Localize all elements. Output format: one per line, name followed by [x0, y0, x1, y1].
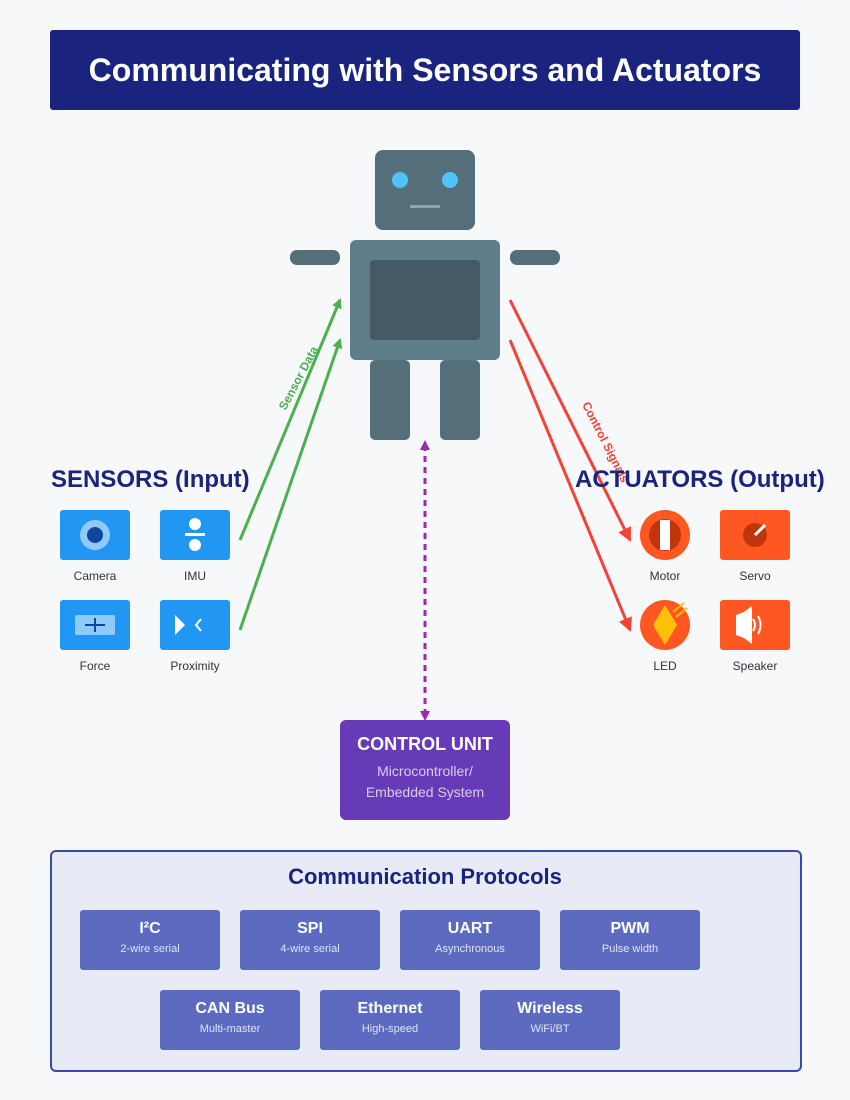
sensors-heading: SENSORS (Input) [51, 466, 250, 493]
sensor-label-force: Force [79, 659, 111, 673]
protocol-pwm: PWM Pulse width [560, 910, 700, 970]
protocol-desc: Asynchronous [435, 943, 505, 955]
proximity-icon [175, 615, 202, 635]
protocol-wireless: Wireless WiFi/BT [480, 990, 620, 1050]
robot-right-eye [442, 172, 458, 188]
sensor-label-imu: IMU [184, 569, 206, 583]
robot-chest-panel [370, 260, 480, 340]
sensor-arrow-lower [238, 338, 343, 631]
protocol-name: Wireless [517, 1000, 583, 1017]
protocol-name: CAN Bus [195, 1000, 265, 1017]
force-icon [75, 615, 115, 635]
speaker-icon [736, 606, 762, 644]
protocol-name: I²C [139, 920, 161, 937]
protocol-desc: High-speed [361, 1023, 419, 1035]
protocol-ethernet: Ethernet High-speed [320, 990, 460, 1050]
robot-right-leg [440, 360, 480, 440]
robot-left-leg [370, 360, 410, 440]
control-unit-title: CONTROL UNIT [357, 734, 493, 754]
protocol-name: SPI [297, 920, 323, 937]
protocol-i2c: I²C 2-wire serial [80, 910, 220, 970]
protocol-can-bus: CAN Bus Multi-master [160, 990, 300, 1050]
protocol-desc: Pulse width [601, 943, 659, 955]
robot-right-arm [510, 250, 560, 265]
protocol-desc: 2-wire serial [120, 943, 180, 955]
servo-icon [743, 523, 767, 547]
sensor-arrow-upper [238, 298, 342, 541]
actuators-heading: ACTUATORS (Output) [575, 466, 825, 493]
robot-head [375, 150, 475, 230]
sensor-label-camera: Camera [73, 569, 117, 583]
robot-left-eye [392, 172, 408, 188]
actuator-arrow-lower [508, 339, 632, 632]
control-unit-line2: Embedded System [365, 784, 485, 800]
protocol-desc: WiFi/BT [530, 1023, 570, 1035]
protocols-title: Communication Protocols [288, 864, 562, 889]
protocol-spi: SPI 4-wire serial [240, 910, 380, 970]
title-banner: Communicating with Sensors and Actuators [50, 30, 800, 110]
motor-icon [640, 510, 690, 560]
page-title: Communicating with Sensors and Actuators [88, 51, 762, 88]
robot-mouth [410, 205, 440, 208]
control-unit-box: CONTROL UNIT Microcontroller/ Embedded S… [340, 720, 510, 820]
protocol-uart: UART Asynchronous [400, 910, 540, 970]
protocol-desc: 4-wire serial [280, 943, 340, 955]
control-unit-line1: Microcontroller/ [377, 763, 473, 779]
robot-illustration [290, 150, 560, 440]
protocol-desc: Multi-master [199, 1023, 261, 1035]
actuator-label-speaker: Speaker [732, 659, 778, 673]
actuator-label-led: LED [653, 659, 677, 673]
camera-icon [80, 520, 110, 550]
actuator-label-servo: Servo [739, 569, 771, 583]
actuator-label-motor: Motor [649, 569, 681, 583]
protocol-name: PWM [610, 920, 650, 937]
protocol-name: Ethernet [357, 1000, 423, 1017]
actuator-arrow-upper [508, 299, 632, 542]
led-icon [640, 600, 690, 650]
protocol-name: UART [447, 920, 493, 937]
sensor-label-proximity: Proximity [170, 659, 220, 673]
imu-icon [185, 518, 205, 551]
robot-left-arm [290, 250, 340, 265]
